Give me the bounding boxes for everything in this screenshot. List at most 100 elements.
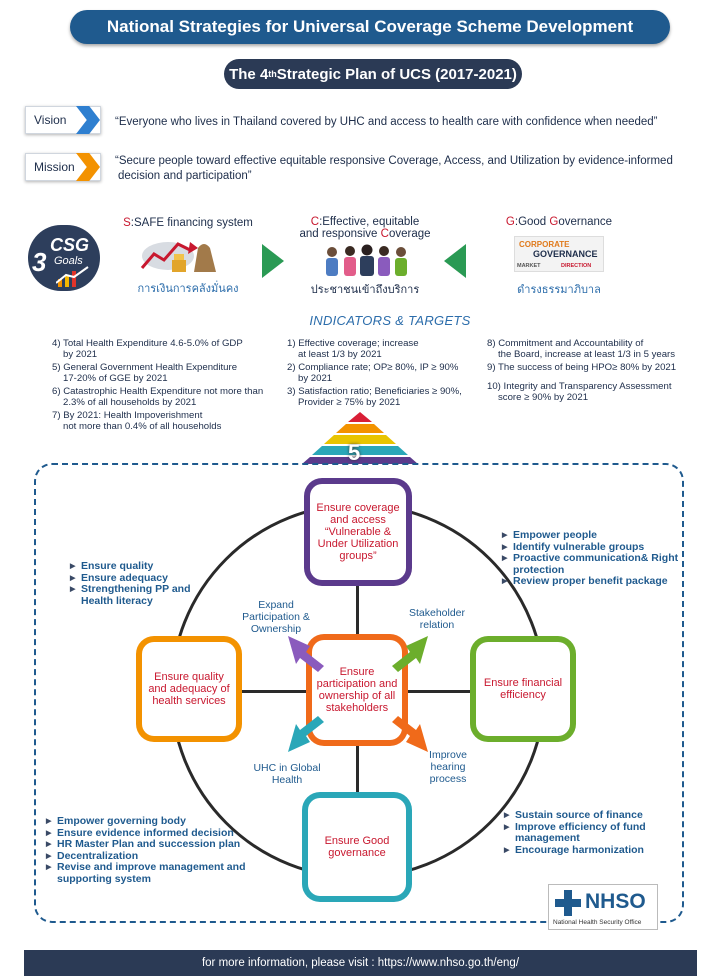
ind-10a: 10) Integrity and Transparency Assessmen…: [487, 381, 672, 392]
goal-c-letter-1: C: [310, 216, 320, 228]
strategy-center-text: Ensure participation and ownership of al…: [316, 666, 398, 714]
goal-g-letter-1: G: [505, 216, 515, 228]
ind-8b: the Board, increase at least 1/3 in 5 ye…: [498, 349, 676, 360]
goal-c-text-2a: and responsive: [299, 228, 381, 240]
bullets-left-top: Ensure quality Ensure adequacy Strengthe…: [70, 560, 220, 607]
arrow-purple-icon: [288, 636, 324, 672]
goal-g-letter-2: G: [549, 216, 559, 228]
pyramid-number: 5: [348, 440, 361, 465]
ind-6b: 2.3% of all households by 2021: [63, 397, 197, 408]
nhso-cross-icon: [555, 890, 581, 916]
market-word: MARKET: [517, 263, 541, 269]
goal-coverage-heading: C:Effective, equitable and responsive Co…: [290, 216, 440, 240]
direction-word: DIRECTION: [561, 263, 592, 269]
bullet-item: Empower governing body: [46, 815, 282, 828]
ind-5a: 5) General Government Health Expenditure: [52, 362, 238, 373]
ind-4a: 4) Total Health Expenditure 4.6-5.0% of …: [52, 338, 243, 349]
vision-text: “Everyone who lives in Thailand covered …: [115, 116, 658, 128]
bullets-right-bottom: Sustain source of finance Improve effici…: [504, 809, 684, 857]
bullet-item: Encourage harmonization: [504, 844, 684, 857]
bullet-item: Sustain source of finance: [504, 809, 684, 822]
ind-7b: not more than 0.4% of all households: [63, 421, 222, 432]
indicators-column-1: 4) Total Health Expenditure 4.6-5.0% of …: [52, 338, 284, 434]
csg-number: 3: [32, 247, 47, 277]
ind-7a: 7) By 2021: Health Impoverishment: [52, 410, 203, 421]
money-growth-icon: [140, 242, 216, 272]
goal-g-text-2: overnance: [558, 216, 613, 228]
bullet-item: Review proper benefit package: [502, 575, 687, 588]
pyramid-icon: [302, 412, 418, 464]
footer-link-text[interactable]: for more information, please visit : htt…: [201, 957, 520, 969]
goal-safe-heading: S:SAFE financing system: [113, 217, 263, 229]
strategy-top-shield: Ensure coverage and access “Vulnerable &…: [304, 478, 412, 586]
strategy-bottom-shield: Ensure Good governance: [302, 792, 412, 902]
subtitle-sup: th: [268, 69, 277, 79]
goal-c-text-1: :Effective, equitable: [319, 216, 420, 228]
bullets-right-top: Empower people Identify vulnerable group…: [502, 529, 687, 588]
strategy-left-shield: Ensure quality and adequacy of health se…: [136, 636, 242, 742]
bullet-item: Ensure quality: [70, 560, 220, 573]
ind-3b: Provider ≥ 75% by 2021: [298, 397, 401, 408]
ind-6a: 6) Catastrophic Health Expenditure not m…: [52, 386, 264, 397]
vision-label: Vision: [34, 113, 67, 127]
corp-word: CORPORATE: [519, 240, 570, 249]
right-arrow-icon: [262, 244, 284, 278]
ind-2b: by 2021: [298, 373, 333, 384]
ind-3a: 3) Satisfaction ratio; Beneficiaries ≥ 9…: [287, 386, 462, 397]
goal-g-text-1: :Good: [514, 216, 550, 228]
bullet-item: Identify vulnerable groups: [502, 541, 687, 554]
ind-4b: by 2021: [63, 349, 98, 360]
mission-text-1: “Secure people toward effective equitabl…: [115, 155, 673, 167]
bullet-item: Improve efficiency of fund management: [504, 821, 684, 845]
bullet-item: Proactive communication& Right protectio…: [502, 552, 687, 576]
strategy-left-text: Ensure quality and adequacy of health se…: [148, 671, 230, 707]
ind-8a: 8) Commitment and Accountability of: [487, 338, 644, 349]
bullet-item: Ensure adequacy: [70, 572, 220, 585]
improve-hearing-label: Improve hearing process: [429, 749, 467, 785]
ind-1a: 1) Effective coverage; increase: [287, 338, 419, 349]
strategy-right-shield: Ensure financial efficiency: [470, 636, 576, 742]
governance-word: GOVERNANCE: [533, 249, 598, 259]
corporate-governance-image: CORPORATE GOVERNANCE MARKET DIRECTION: [514, 236, 604, 272]
uhc-global-health-label: UHC in Global Health: [253, 762, 321, 786]
goal-coverage-thai: ประชาชนเข้าถึงบริการ: [310, 284, 420, 296]
strategy-bottom-text: Ensure Good governance: [324, 835, 390, 859]
goal-s-letter: S: [123, 217, 131, 229]
nhso-logo: NHSO National Health Security Office: [548, 884, 658, 930]
nhso-caption: National Health Security Office: [553, 919, 642, 926]
bullets-left-bottom: Empower governing body Ensure evidence i…: [46, 815, 282, 885]
strategy-right-text: Ensure financial efficiency: [483, 677, 563, 701]
arrow-green-icon: [392, 636, 428, 672]
ind-2a: 2) Compliance rate; OP≥ 80%, IP ≥ 90%: [287, 362, 459, 373]
bullet-item: HR Master Plan and succession plan: [46, 838, 282, 851]
goal-s-text: :SAFE financing system: [130, 217, 253, 229]
page-title: National Strategies for Universal Covera…: [70, 10, 670, 44]
strategy-top-text: Ensure coverage and access “Vulnerable &…: [316, 502, 400, 562]
strategy-center-shield: Ensure participation and ownership of al…: [306, 634, 408, 746]
left-arrow-icon: [444, 244, 466, 278]
bullet-item: Revise and improve management and suppor…: [46, 861, 282, 885]
bullet-item: Decentralization: [46, 850, 282, 863]
stakeholder-relation-label: Stakeholder relation: [408, 607, 466, 631]
arrow-teal-icon: [288, 716, 324, 752]
csg-text: CSG: [50, 235, 90, 255]
people-group-icon: [326, 244, 407, 276]
ind-1b: at least 1/3 by 2021: [298, 349, 382, 360]
nhso-logo-text: NHSO: [585, 890, 646, 913]
subtitle-pre: The 4: [229, 65, 269, 83]
mission-label: Mission: [34, 160, 75, 174]
goal-c-text-2b: overage: [388, 228, 431, 240]
ind-9: 9) The success of being HPO≥ 80% by 2021: [487, 362, 677, 373]
bullet-item: Strengthening PP and Health literacy: [70, 583, 220, 607]
subtitle-post: Strategic Plan of UCS (2017-2021): [276, 65, 517, 83]
csg-goals-badge: 3 CSG Goals: [28, 225, 100, 291]
csg-goals: Goals: [54, 255, 83, 267]
goal-governance-heading: G:Good Governance: [484, 216, 634, 228]
goal-c-letter-2: C: [380, 228, 389, 240]
mission-text-2: decision and participation”: [118, 170, 252, 182]
bullet-item: Empower people: [502, 529, 687, 542]
ind-5b: 17-20% of GGE by 2021: [63, 373, 168, 384]
goal-safe-thai: การเงินการคลังมั่นคง: [137, 283, 239, 295]
